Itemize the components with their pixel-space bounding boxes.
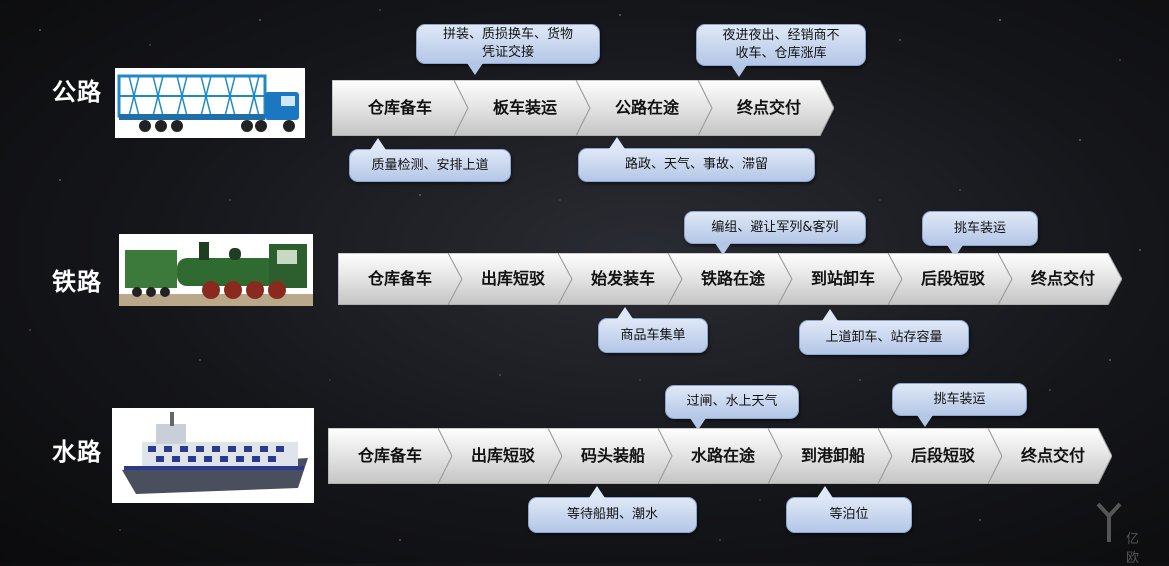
rail-callout-collection: 商品车集单: [598, 307, 708, 353]
water-step-5: 到港卸船: [768, 428, 892, 484]
water-callout-schedule-text: 等待船期、潮水: [566, 507, 658, 522]
rail-callout-unloading: 上道卸车、站存容量: [799, 309, 969, 355]
water-callout-selection-text: 挑车装运: [933, 391, 986, 407]
water-step-2: 出库短驳: [438, 428, 562, 484]
water-callout-berth-text: 等泊位: [829, 507, 869, 522]
rail-label: 铁路: [52, 268, 102, 296]
rail-step-4: 铁路在途: [668, 253, 792, 305]
rail-step-6: 后段短驳: [888, 253, 1012, 305]
water-step-4: 水路在途: [658, 428, 782, 484]
water-step-label: 终点交付: [1020, 446, 1085, 465]
water-step-1: 仓库备车: [328, 428, 452, 484]
rail-step-label: 铁路在途: [700, 269, 765, 288]
rail-step-label: 终点交付: [1030, 269, 1095, 288]
road-step-2: 板车装运: [454, 80, 590, 136]
road-callout-inspection-text: 质量检测、安排上道: [371, 157, 489, 173]
road-callout-transit-text: 路政、天气、事故、滞留: [624, 157, 768, 172]
road-step-label: 仓库备车: [367, 98, 432, 117]
rail-step-7: 终点交付: [998, 253, 1122, 305]
callout-pointer: [731, 65, 747, 77]
rail-callout-marshalling: 编组、避让军列&客列: [684, 211, 866, 255]
rail-step-label: 后段短驳: [920, 269, 985, 288]
rail-step-3: 始发装车: [558, 253, 682, 305]
rail-callout-collection-text: 商品车集单: [620, 327, 686, 343]
road-callout-inspection: 质量检测、安排上道: [349, 138, 511, 182]
road-callout-delivery: 夜进夜出、经销商不 收车、仓库涨库: [696, 24, 866, 77]
callout-pointer: [817, 486, 833, 498]
steam-train-image: [119, 234, 313, 306]
road-step-label: 板车装运: [492, 98, 557, 117]
callout-pointer: [917, 415, 933, 427]
road-step-label: 终点交付: [736, 98, 801, 117]
road-callout-transit: 路政、天气、事故、滞留: [578, 137, 815, 182]
rail-step-label: 出库短驳: [480, 269, 545, 288]
car-carrier-truck-image: [115, 68, 305, 138]
water-callout-selection: 挑车装运: [892, 383, 1027, 427]
water-callout-berth: 等泊位: [786, 486, 912, 533]
road-callout-delivery-text: 夜进夜出、经销商不 收车、仓库涨库: [722, 28, 840, 61]
yiou-logo-icon: [1096, 502, 1122, 542]
watermark-text: 亿欧: [1126, 532, 1140, 566]
water-label: 水路: [52, 438, 102, 466]
water-step-7: 终点交付: [988, 428, 1112, 484]
water-step-label: 码头装船: [580, 446, 645, 465]
road-callout-loading: 拼装、质损换车、货物 凭证交接: [416, 24, 600, 75]
callout-pointer: [589, 486, 605, 498]
water-step-label: 水路在途: [690, 446, 755, 465]
rail-callout-selection: 挑车装运: [922, 211, 1038, 257]
water-callout-schedule: 等待船期、潮水: [528, 486, 697, 533]
callout-pointer: [690, 418, 706, 430]
road-step-label: 公路在途: [614, 98, 679, 117]
water-step-label: 出库短驳: [470, 446, 535, 465]
water-step-label: 后段短驳: [910, 446, 975, 465]
rail-step-label: 到站卸车: [810, 269, 875, 288]
road-step-3: 公路在途: [576, 80, 712, 136]
road-label: 公路: [52, 78, 102, 106]
rail-step-5: 到站卸车: [778, 253, 902, 305]
rail-callout-unloading-text: 上道卸车、站存容量: [825, 329, 943, 345]
road-callout-loading-text: 拼装、质损换车、货物 凭证交接: [442, 27, 573, 60]
rail-step-2: 出库短驳: [448, 253, 572, 305]
water-callout-locks-text: 过闸、水上天气: [686, 394, 778, 409]
water-step-label: 到港卸船: [800, 446, 865, 465]
callout-pointer: [467, 63, 483, 75]
callout-pointer: [822, 309, 838, 321]
rail-step-label: 仓库备车: [367, 269, 432, 288]
rail-callout-marshalling-text: 编组、避让军列&客列: [711, 219, 839, 235]
rail-step-label: 始发装车: [590, 269, 655, 288]
rail-step-1: 仓库备车: [338, 253, 462, 305]
roro-ship-image: [112, 408, 314, 503]
callout-pointer: [609, 137, 625, 149]
callout-pointer: [617, 307, 633, 319]
water-step-label: 仓库备车: [357, 446, 422, 465]
road-step-1: 仓库备车: [332, 80, 468, 136]
callout-pointer: [715, 243, 731, 255]
callout-pointer: [370, 138, 386, 150]
water-callout-locks: 过闸、水上天气: [665, 385, 799, 430]
road-step-4: 终点交付: [698, 80, 834, 136]
rail-callout-selection-text: 挑车装运: [953, 220, 1006, 236]
water-step-6: 后段短驳: [878, 428, 1002, 484]
water-step-3: 码头装船: [548, 428, 672, 484]
